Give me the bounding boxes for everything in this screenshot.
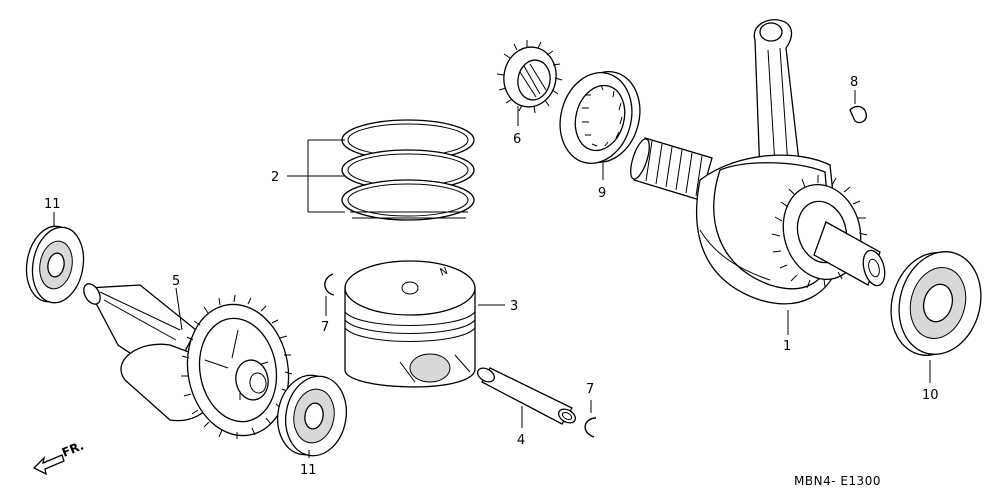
piston-mark: N (439, 266, 450, 279)
crankshaft (630, 19, 886, 305)
direction-arrow: FR. (32, 438, 86, 476)
balancer-bearing-upper (25, 225, 85, 304)
right-bearing (890, 251, 982, 356)
label-piston-ring-set: 2 (271, 170, 279, 185)
label-piston: 3 (510, 299, 518, 314)
balancer-shaft (83, 283, 293, 439)
label-key: 8 (850, 75, 858, 90)
label-right-bearing: 10 (922, 388, 939, 403)
label-needle-bearing: 9 (598, 186, 606, 201)
needle-bearing (559, 71, 641, 164)
piston (344, 260, 476, 388)
leader-lines (53, 90, 931, 458)
label-clip-upper: 7 (321, 320, 329, 335)
piston-ring-set (341, 119, 475, 221)
label-balancer-bearing-lower: 11 (300, 463, 317, 478)
label-piston-pin: 4 (517, 433, 525, 448)
key (849, 105, 867, 124)
label-clip-lower: 7 (586, 382, 594, 397)
label-balancer-shaft: 5 (172, 274, 180, 289)
label-balancer-bearing-upper: 11 (44, 197, 61, 212)
balancer-bearing-lower (277, 374, 347, 457)
diagram-code: MBN4- E1300 (794, 474, 881, 488)
piston-pin (476, 367, 577, 425)
direction-label: FR. (60, 438, 86, 459)
label-crankshaft: 1 (783, 339, 791, 354)
label-gear: 6 (513, 132, 521, 147)
piston-pin-clip-lower (584, 417, 597, 438)
piston-pin-clip-upper (324, 273, 335, 296)
gear (496, 40, 563, 114)
